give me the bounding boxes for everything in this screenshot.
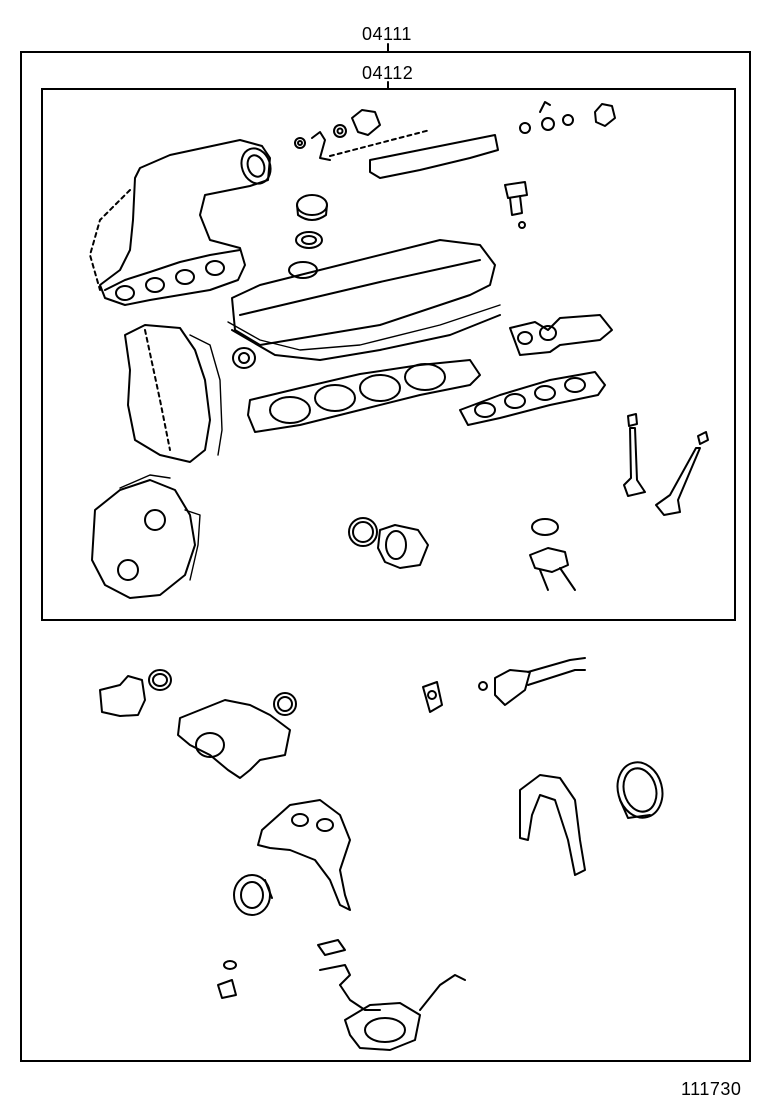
front-oil-seal-part bbox=[233, 874, 273, 916]
water-pipe-part bbox=[529, 518, 576, 591]
head-gasket-part bbox=[247, 359, 481, 433]
water-pump-part bbox=[177, 692, 297, 779]
water-inlet-part bbox=[99, 669, 172, 717]
drain-plug-part bbox=[217, 960, 237, 999]
injector-part bbox=[504, 181, 528, 229]
exhaust-manifold-gasket-part bbox=[459, 314, 613, 426]
inner-kit-frame bbox=[41, 88, 736, 621]
outer-kit-part-number: 04111 bbox=[362, 24, 412, 44]
figure-number: 111730 bbox=[681, 1079, 742, 1099]
intake-manifold-part bbox=[89, 139, 272, 306]
water-outlet-part bbox=[348, 517, 429, 569]
head-cover-part bbox=[227, 239, 501, 361]
oil-strainer-part bbox=[317, 939, 466, 1051]
inner-kit-part-number: 04112 bbox=[362, 63, 414, 83]
outer-kit-frame bbox=[20, 51, 751, 1062]
rear-oil-seal-part bbox=[616, 761, 664, 819]
fuel-rail-part bbox=[294, 101, 616, 179]
timing-cover-upper-part bbox=[124, 324, 223, 463]
oil-filler-cap-part bbox=[295, 194, 328, 249]
timing-cover-lower-part bbox=[91, 474, 201, 599]
throttle-gasket-part bbox=[422, 657, 586, 713]
seal-retainer-part bbox=[519, 774, 586, 876]
valves-part bbox=[623, 413, 709, 516]
cam-seal-part bbox=[232, 347, 256, 369]
oil-pump-gasket-part bbox=[257, 799, 351, 911]
